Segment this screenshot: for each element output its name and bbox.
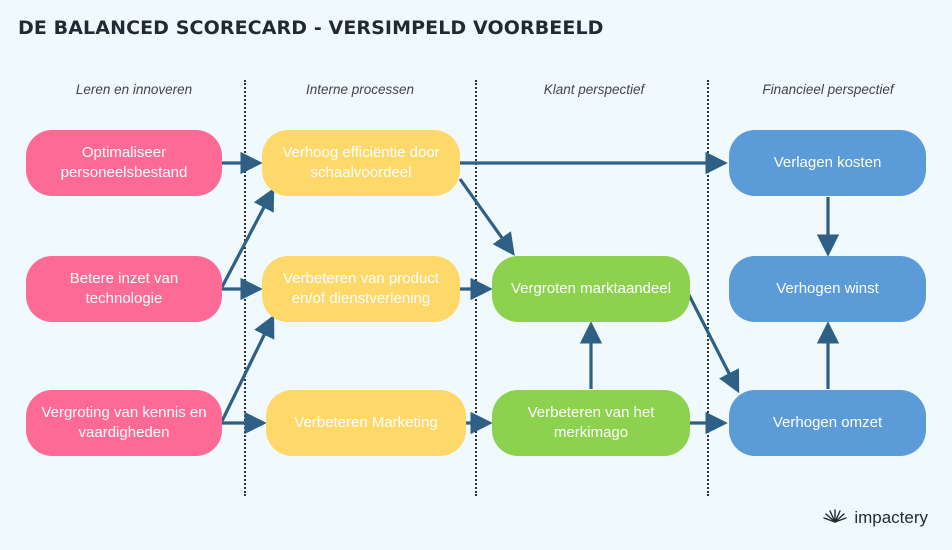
brand-name: impactery xyxy=(854,508,928,527)
arrow-k1-f3 xyxy=(687,294,740,394)
node-verbeteren-merkimago: Verbeteren van het merkimago xyxy=(492,390,690,456)
node-verbeteren-product: Verbeteren van product en/of dienstverle… xyxy=(262,256,460,322)
column-header-klant: Klant perspectief xyxy=(543,82,645,97)
node-vergroten-marktaandeel: Vergroten marktaandeel xyxy=(492,256,690,322)
brand-logo: impactery xyxy=(822,508,928,528)
node-verlagen-kosten: Verlagen kosten xyxy=(729,130,926,196)
column-header-financieel: Financieel perspectief xyxy=(762,82,894,97)
column-header-processen: Interne processen xyxy=(305,82,415,97)
node-betere-inzet-technologie: Betere inzet van technologie xyxy=(26,256,222,322)
node-verbeteren-marketing: Verbeteren Marketing xyxy=(266,390,466,456)
page-title: DE BALANCED SCORECARD - VERSIMPELD VOORB… xyxy=(18,17,604,39)
fan-logo-icon xyxy=(822,508,848,528)
arrow-p1-k1 xyxy=(458,178,515,256)
node-optimaliseer-personeelsbestand: Optimaliseer personeelsbestand xyxy=(26,130,222,196)
arrow-l3-p2 xyxy=(220,314,275,422)
node-verhogen-winst: Verhogen winst xyxy=(729,256,926,322)
column-header-leren: Leren en innoveren xyxy=(75,82,193,97)
arrow-l2-p1 xyxy=(220,187,275,288)
node-verhogen-omzet: Verhogen omzet xyxy=(729,390,926,456)
node-verhoog-efficientie: Verhoog efficiëntie door schaalvoordeel xyxy=(262,130,460,196)
node-vergroting-kennis: Vergroting van kennis en vaardigheden xyxy=(26,390,222,456)
column-divider-3 xyxy=(707,80,709,496)
